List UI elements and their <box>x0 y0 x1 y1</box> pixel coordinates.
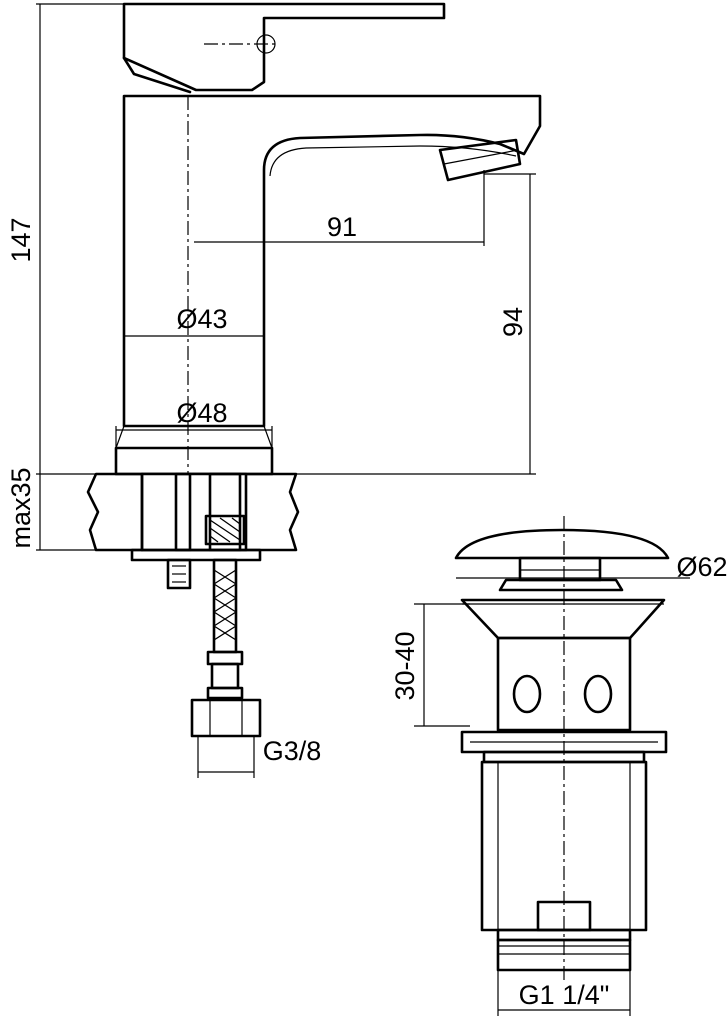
mounting-plate <box>130 548 262 562</box>
dim-spout-height: 94 <box>272 173 536 475</box>
dim-spout-height-label: 94 <box>498 307 528 337</box>
dim-adjust-range: 30-40 <box>390 603 470 727</box>
dim-reach-label: 91 <box>327 212 357 242</box>
dim-base-diameter: Ø48 <box>115 398 273 448</box>
dim-counter-thickness-label: max35 <box>6 467 36 548</box>
faucet-body <box>122 94 542 428</box>
faucet-drawing <box>86 2 542 738</box>
faucet-base <box>114 425 274 476</box>
faucet-handle <box>122 2 446 94</box>
threaded-stud <box>166 472 192 590</box>
dim-waste-thread-label: G1 1/4" <box>519 980 610 1010</box>
dim-body-diameter: Ø43 <box>124 304 264 337</box>
dim-cap-diameter: Ø62 <box>456 552 728 582</box>
dim-height-total-label: 147 <box>6 217 36 262</box>
flexible-hose <box>190 472 262 738</box>
dim-height-total: 147 <box>6 3 124 475</box>
dim-body-diameter-label: Ø43 <box>176 304 227 334</box>
dim-base-diameter-label: Ø48 <box>176 398 227 428</box>
waste-flange <box>460 598 666 640</box>
dim-connection-thread: G3/8 <box>197 736 322 778</box>
dim-counter-thickness: max35 <box>6 467 96 551</box>
counter-section <box>86 472 300 552</box>
dim-waste-thread: G1 1/4" <box>497 970 631 1016</box>
dim-connection-thread-label: G3/8 <box>263 736 322 766</box>
dim-reach: 91 <box>194 170 485 246</box>
dim-cap-diameter-label: Ø62 <box>676 552 727 582</box>
waste-dimensions: Ø62 30-40 G1 1/4" <box>390 552 728 1016</box>
dim-adjust-range-label: 30-40 <box>390 631 420 700</box>
waste-cap <box>454 528 670 592</box>
faucet-dimensions: 147 91 94 Ø43 Ø48 <box>6 3 536 778</box>
waste-valve-drawing <box>454 516 670 982</box>
